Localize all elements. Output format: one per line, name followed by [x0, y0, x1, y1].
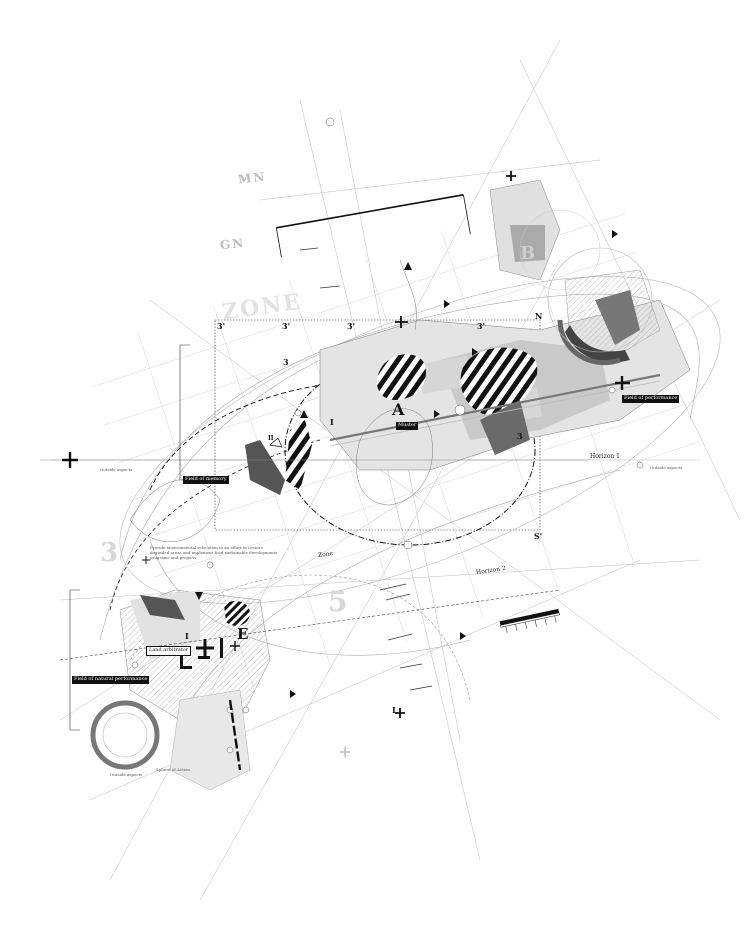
- annotation-note: Provide environmental relocation in an e…: [150, 545, 278, 560]
- roman-i-e: I: [185, 631, 189, 641]
- arrow-markers: [195, 230, 618, 698]
- roman-ii: II: [268, 435, 274, 442]
- ghost-number-3: 3: [100, 538, 121, 568]
- roman-i-bottom: I: [392, 705, 396, 715]
- roman-i: I: [330, 417, 334, 427]
- outside-aspects-left: Outside aspects: [100, 467, 133, 472]
- outside-aspects-right: Outside aspects: [650, 465, 683, 470]
- tick-marks: [299, 247, 433, 691]
- tag-field-of-natural-performance: Field of natural performance: [72, 676, 150, 684]
- scale-bar: [499, 608, 560, 634]
- land-masses: [119, 179, 691, 791]
- gn-label: GN: [219, 235, 246, 253]
- zone-n-label: N: [535, 311, 543, 321]
- horizon-2-line: [59, 589, 561, 661]
- performance-arc: [557, 319, 621, 366]
- grid-label-3p-1: 3': [217, 321, 226, 331]
- tag-field-of-memory: Field of memory: [183, 476, 229, 484]
- upper-frame: [275, 194, 471, 258]
- striped-blob-2: [460, 347, 538, 416]
- section-bar: [228, 699, 242, 771]
- grid-label-3-b: 3: [517, 431, 523, 441]
- outside-aspects-bottom: Outside aspects: [110, 772, 143, 777]
- grid-label-3: 3: [283, 357, 289, 367]
- grid-label-3p-2: 3': [282, 321, 291, 331]
- natural-ring: [90, 700, 160, 770]
- sphere-of-action-label: Sphere of Action: [156, 767, 190, 772]
- corner-brackets: [180, 638, 223, 669]
- point-e: E: [237, 625, 249, 643]
- grid-label-3p-3: 3': [347, 321, 356, 331]
- grid-label-s-prime: S': [534, 531, 543, 541]
- mn-label: MN: [237, 169, 267, 187]
- dashed-arc-2: [109, 439, 321, 611]
- grid-label-3p-4: 3': [477, 321, 486, 331]
- tag-muster: Muster: [396, 422, 419, 430]
- striped-blob-1: [376, 354, 426, 400]
- striped-blob-3: [285, 420, 312, 490]
- dark-polygons: [140, 290, 640, 620]
- striped-blob-4: [224, 600, 250, 626]
- ghost-letter-b: B: [520, 243, 538, 264]
- point-a: A: [392, 400, 405, 419]
- main-axis: [329, 373, 661, 442]
- tag-field-of-performance: Field of performance: [622, 395, 680, 403]
- horizon-1-label: Horizon 1: [590, 453, 620, 460]
- cross-markers: [62, 171, 630, 757]
- ghost-number-5: 5: [328, 585, 350, 618]
- tag-land-arbitrator: Land arbitrator: [146, 646, 192, 656]
